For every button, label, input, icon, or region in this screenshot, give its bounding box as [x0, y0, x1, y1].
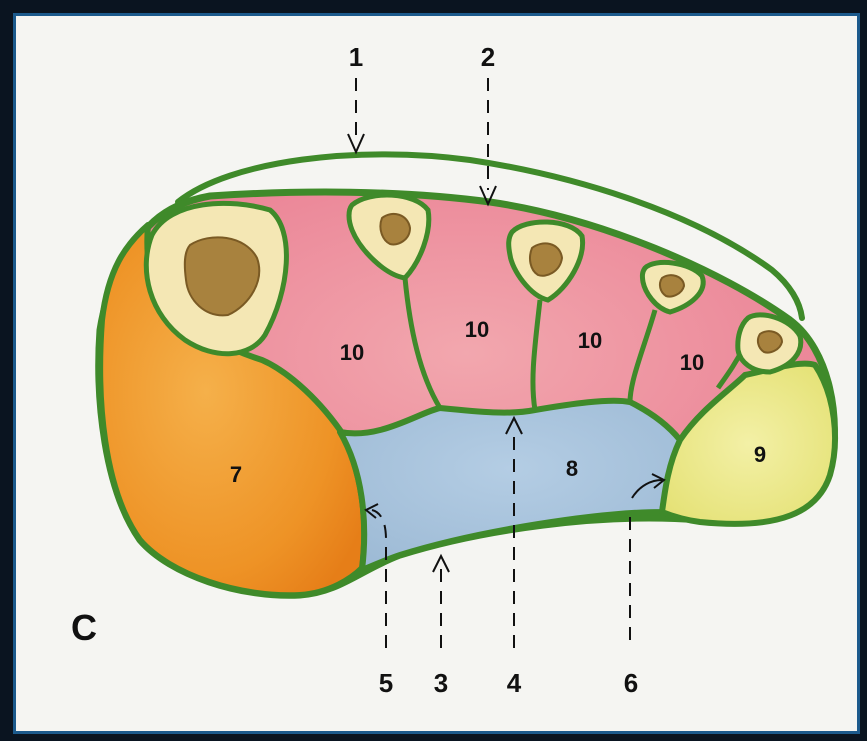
callout-1-label: 1: [349, 42, 363, 72]
panel-label: C: [71, 607, 97, 648]
region-8-label: 8: [566, 456, 578, 481]
callout-3-label: 3: [434, 668, 448, 698]
region-7-label: 7: [230, 462, 242, 487]
region-10-label: 10: [680, 350, 704, 375]
callout-4-label: 4: [507, 668, 522, 698]
callout-5-label: 5: [379, 668, 393, 698]
callout-3: [433, 556, 449, 648]
callout-2-label: 2: [481, 42, 495, 72]
region-10-label: 10: [578, 328, 602, 353]
callout-2: [480, 78, 496, 204]
callout-6-label: 6: [624, 668, 638, 698]
region-10-label: 10: [465, 317, 489, 342]
bone-5: [738, 315, 801, 372]
callout-1: [348, 78, 364, 152]
region-10-label: 10: [340, 340, 364, 365]
region-9-label: 9: [754, 442, 766, 467]
